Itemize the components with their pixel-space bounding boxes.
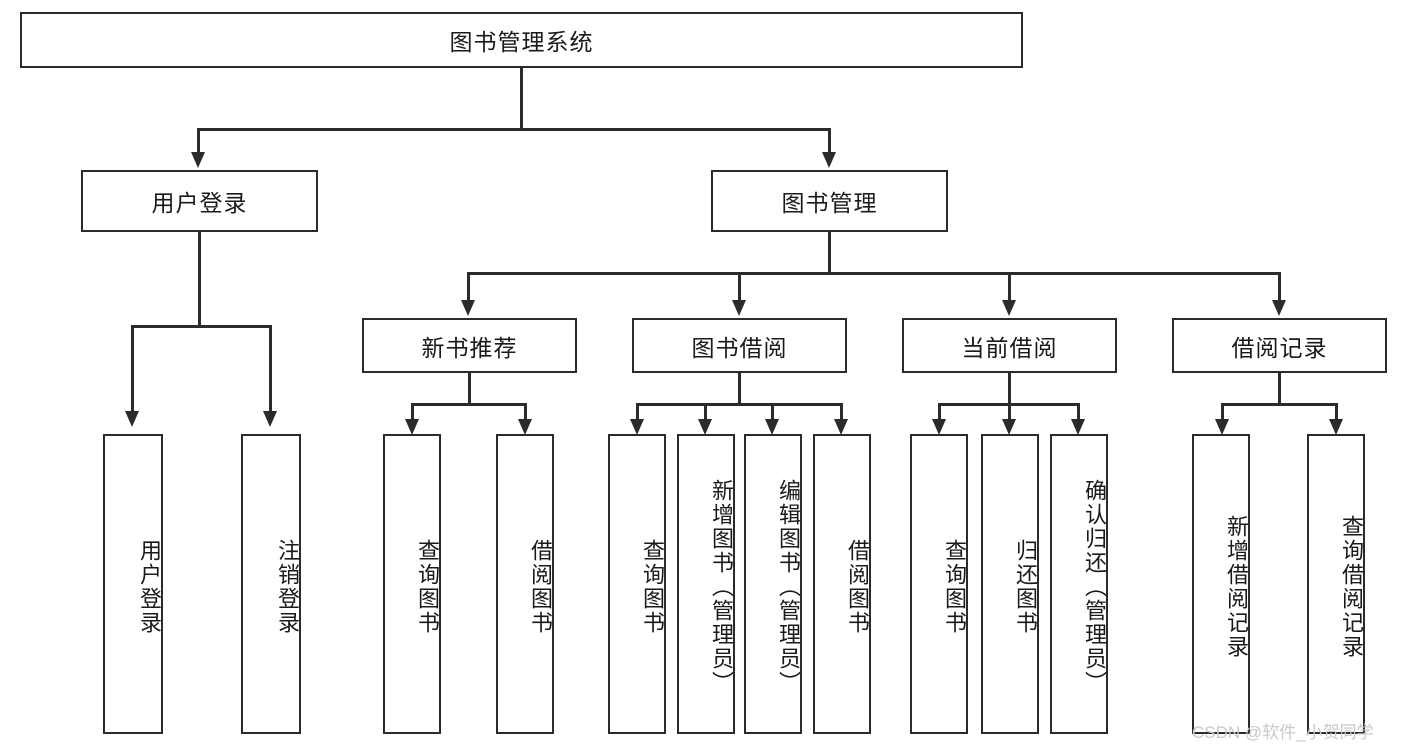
leaf-current-confirm-return[interactable]: 确认归还（管理员） <box>1050 434 1108 734</box>
connector-borrow-stem <box>738 373 741 405</box>
node-current-borrow[interactable]: 当前借阅 <box>902 318 1117 373</box>
leaf-borrow-edit-book[interactable]: 编辑图书（管理员） <box>744 434 802 734</box>
leaf-borrow-query-book[interactable]: 查询图书 <box>608 434 666 734</box>
arrowhead-user-login <box>191 152 205 168</box>
connector-root-bus <box>197 128 831 131</box>
node-label: 新增借阅记录 <box>1224 515 1249 659</box>
connector-recommend-bus <box>411 403 527 406</box>
node-label: 用户登录 <box>151 190 248 216</box>
connector-book-mgmt-child-3 <box>1008 272 1011 302</box>
node-label: 当前借阅 <box>961 334 1058 361</box>
leaf-current-query-book[interactable]: 查询图书 <box>910 434 968 734</box>
node-root-system[interactable]: 图书管理系统 <box>20 12 1023 68</box>
connector-user-login-child-1 <box>131 325 134 413</box>
leaf-logout[interactable]: 注销登录 <box>241 434 301 734</box>
connector-recommend-child-1 <box>411 403 414 421</box>
arrowhead-new-book-recommend <box>461 300 475 316</box>
connector-record-stem <box>1278 373 1281 405</box>
node-label: 借阅图书 <box>845 539 870 635</box>
node-label: 注销登录 <box>275 539 300 635</box>
connector-user-login-bus <box>131 325 269 328</box>
arrowhead-leaf-record-add <box>1215 419 1229 435</box>
connector-current-stem <box>1008 373 1011 405</box>
connector-borrow-child-3 <box>771 403 774 421</box>
node-label: 查询图书 <box>640 539 665 635</box>
node-label: 新书推荐 <box>421 334 518 361</box>
leaf-user-login[interactable]: 用户登录 <box>103 434 163 734</box>
connector-recommend-child-2 <box>524 403 527 421</box>
arrowhead-current-borrow <box>1002 300 1016 316</box>
node-label: 借阅记录 <box>1231 334 1328 361</box>
arrowhead-leaf-current-query <box>932 419 946 435</box>
arrowhead-leaf-borrow-query <box>630 419 644 435</box>
node-label: 查询图书 <box>415 539 440 635</box>
leaf-borrow-lend-book[interactable]: 借阅图书 <box>813 434 871 734</box>
node-label: 编辑图书（管理员） <box>776 479 801 695</box>
arrowhead-book-borrow <box>732 300 746 316</box>
connector-current-child-3 <box>1077 403 1080 421</box>
connector-record-child-1 <box>1221 403 1224 421</box>
node-label: 确认归还（管理员） <box>1082 479 1107 695</box>
node-label: 图书管理系统 <box>449 29 594 55</box>
connector-record-bus <box>1221 403 1338 406</box>
arrowhead-leaf-record-query <box>1329 419 1343 435</box>
node-label: 借阅图书 <box>528 539 553 635</box>
leaf-borrow-add-book[interactable]: 新增图书（管理员） <box>677 434 735 734</box>
leaf-current-return-book[interactable]: 归还图书 <box>981 434 1039 734</box>
connector-book-mgmt-child-4 <box>1278 272 1281 302</box>
csdn-watermark: CSDN @软件_小贺同学 <box>1192 723 1374 742</box>
connector-book-mgmt-child-1 <box>467 272 470 302</box>
node-label: 新增图书（管理员） <box>709 479 734 695</box>
connector-current-child-2 <box>1008 403 1011 421</box>
connector-borrow-child-1 <box>636 403 639 421</box>
leaf-recommend-query-book[interactable]: 查询图书 <box>383 434 441 734</box>
node-borrow-record[interactable]: 借阅记录 <box>1172 318 1387 373</box>
arrowhead-leaf-current-confirm <box>1071 419 1085 435</box>
arrowhead-leaf-borrow-add <box>698 419 712 435</box>
node-label: 图书管理 <box>781 190 878 216</box>
connector-recommend-stem <box>468 373 471 405</box>
arrowhead-leaf-recommend-borrow <box>518 419 532 435</box>
arrowhead-leaf-user-login <box>125 411 139 427</box>
connector-root-stem <box>520 68 523 130</box>
leaf-record-add[interactable]: 新增借阅记录 <box>1192 434 1250 734</box>
node-label: 图书借阅 <box>691 334 788 361</box>
connector-book-mgmt-child-2 <box>738 272 741 302</box>
node-new-book-recommend[interactable]: 新书推荐 <box>362 318 577 373</box>
arrowhead-leaf-current-return <box>1002 419 1016 435</box>
connector-book-mgmt-stem <box>828 232 831 274</box>
node-book-management[interactable]: 图书管理 <box>711 170 948 232</box>
leaf-record-query[interactable]: 查询借阅记录 <box>1307 434 1365 734</box>
connector-borrow-bus <box>636 403 843 406</box>
node-user-login[interactable]: 用户登录 <box>81 170 318 232</box>
arrowhead-borrow-record <box>1272 300 1286 316</box>
leaf-recommend-borrow-book[interactable]: 借阅图书 <box>496 434 554 734</box>
connector-borrow-child-4 <box>840 403 843 421</box>
node-label: 查询借阅记录 <box>1339 515 1364 659</box>
arrowhead-leaf-logout <box>263 411 277 427</box>
connector-root-to-user-login <box>197 128 200 154</box>
connector-record-child-2 <box>1335 403 1338 421</box>
arrowhead-leaf-recommend-query <box>405 419 419 435</box>
connector-book-mgmt-bus <box>467 272 1281 275</box>
node-label: 查询图书 <box>942 539 967 635</box>
connector-user-login-child-2 <box>269 325 272 413</box>
arrowhead-leaf-borrow-edit <box>765 419 779 435</box>
arrowhead-leaf-borrow-lend <box>834 419 848 435</box>
node-book-borrow[interactable]: 图书借阅 <box>632 318 847 373</box>
connector-current-child-1 <box>938 403 941 421</box>
connector-root-to-book-mgmt <box>828 128 831 154</box>
connector-borrow-child-2 <box>704 403 707 421</box>
node-label: 归还图书 <box>1013 539 1038 635</box>
node-label: 用户登录 <box>137 539 162 635</box>
arrowhead-book-mgmt <box>822 152 836 168</box>
connector-user-login-stem <box>198 232 201 327</box>
